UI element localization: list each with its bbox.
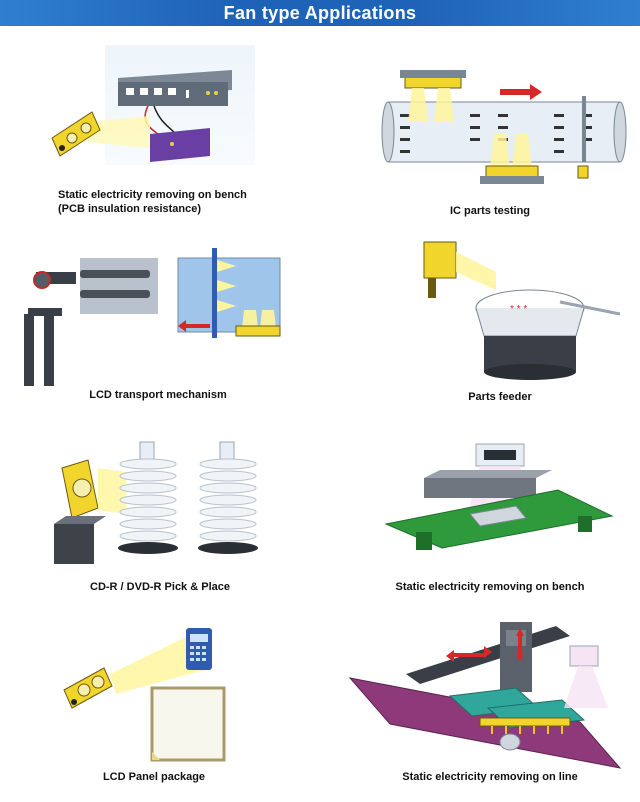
caption-line1: Static electricity removing on line bbox=[402, 771, 578, 783]
caption-line1: Parts feeder bbox=[468, 391, 532, 403]
caption-line1: CD-R / DVD-R Pick & Place bbox=[90, 581, 230, 593]
line-illustration bbox=[348, 622, 622, 769]
caption-line2: (PCB insulation resistance) bbox=[58, 203, 202, 215]
caption-line1: Static electricity removing on bench bbox=[395, 581, 585, 593]
caption-line1: Static electricity removing on bench bbox=[58, 189, 247, 201]
caption-line1: LCD Panel package bbox=[102, 771, 206, 783]
application-ic-testing: IC parts testing bbox=[320, 30, 640, 225]
lcd-transport-illustration bbox=[24, 248, 281, 386]
bench-green-illustration bbox=[384, 443, 614, 550]
cd-pick-place-illustration bbox=[54, 441, 258, 564]
title-bar bbox=[0, 0, 640, 26]
page-title: Fan type Applications bbox=[223, 3, 417, 23]
application-lcd-transport: LCD transport mechanism bbox=[0, 228, 320, 423]
application-bench-green: Static electricity removing on bench bbox=[320, 428, 640, 608]
application-pcb-bench: Static electricity removing on bench (PC… bbox=[0, 30, 320, 225]
application-lcd-panel: LCD Panel package bbox=[0, 612, 320, 802]
parts-feeder-illustration: * * * bbox=[423, 241, 621, 380]
ic-testing-illustration bbox=[381, 70, 627, 184]
application-parts-feeder: * * * Parts feeder bbox=[320, 228, 640, 423]
svg-text:* * *: * * * bbox=[510, 304, 527, 315]
pcb-bench-illustration bbox=[51, 70, 232, 162]
caption-line1: IC parts testing bbox=[449, 205, 531, 217]
caption-line1: LCD transport mechanism bbox=[89, 389, 227, 401]
application-cd-pick-place: CD-R / DVD-R Pick & Place bbox=[0, 428, 320, 608]
lcd-panel-illustration bbox=[63, 628, 226, 762]
application-line: Static electricity removing on line bbox=[320, 612, 640, 802]
